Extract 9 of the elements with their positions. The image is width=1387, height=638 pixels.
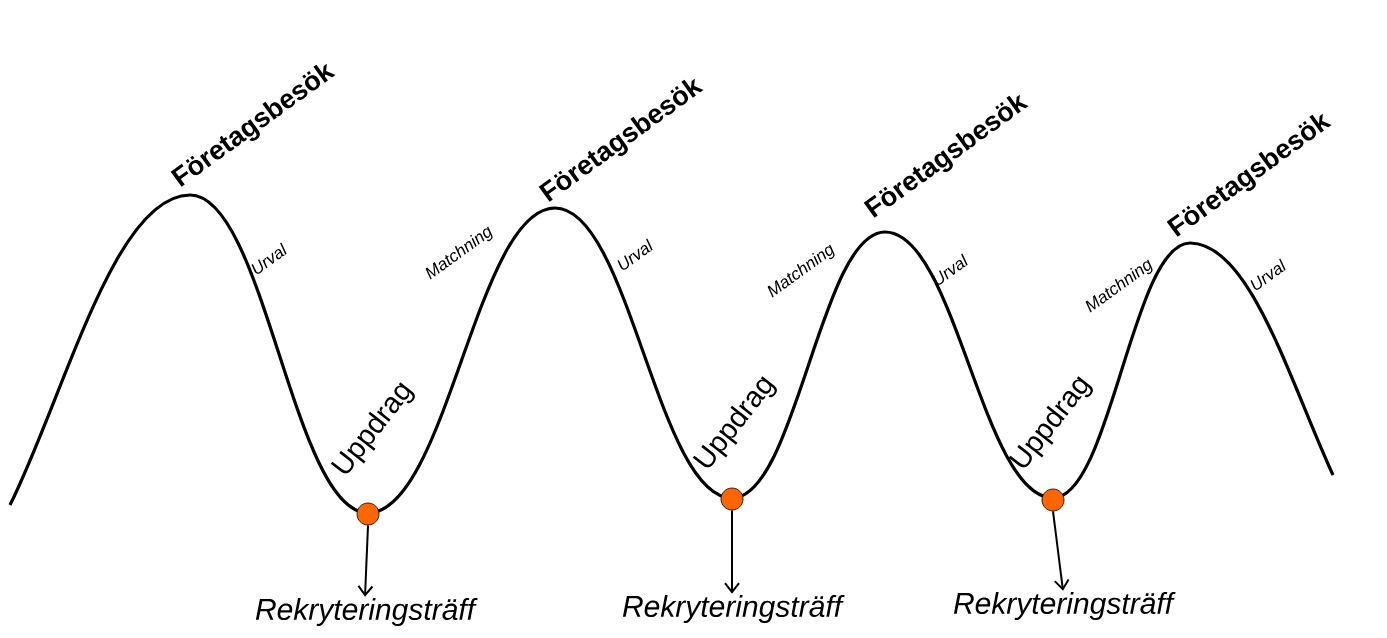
arrow [724,509,740,594]
result-label: Rekryteringsträff [255,598,478,626]
result-label: Rekryteringsträff [622,595,845,623]
event-dot [720,487,744,511]
event-dot [1041,488,1065,512]
result-label: Rekryteringsträff [953,592,1176,620]
arrow [357,524,374,597]
event-dot [356,502,380,526]
arrow [1052,510,1070,591]
